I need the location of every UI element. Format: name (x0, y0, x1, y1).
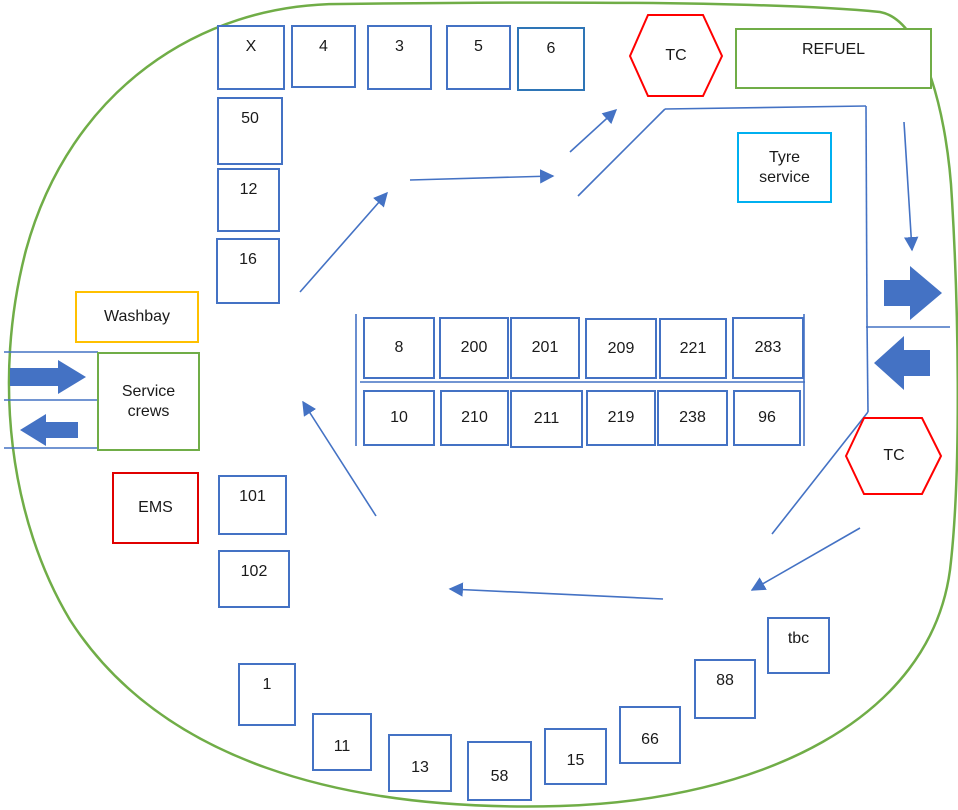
refuel-station[interactable]: REFUEL (735, 28, 932, 89)
bay-1[interactable]: 1 (238, 663, 296, 726)
bay-label: 88 (716, 672, 734, 689)
bay-101[interactable]: 101 (218, 475, 287, 535)
block-arrow-left-icon (20, 414, 78, 446)
bay-label: 12 (239, 181, 258, 198)
ems-station[interactable]: EMS (112, 472, 199, 544)
bay-88[interactable]: 88 (694, 659, 756, 719)
refuel-label: REFUEL (801, 41, 866, 58)
bay-label: 10 (390, 409, 408, 426)
bay-label: 50 (241, 110, 259, 127)
arrow-icon (299, 191, 388, 293)
bay-label: 6 (546, 40, 556, 57)
bay-15[interactable]: 15 (544, 728, 607, 785)
bay-label: 210 (461, 409, 488, 426)
route-lines (4, 105, 950, 535)
bay-238[interactable]: 238 (657, 390, 728, 446)
hexagon-icon (844, 417, 943, 495)
bay-label: 102 (240, 563, 268, 580)
tc-right-label: TC (883, 447, 905, 464)
service-crews-station[interactable]: Service crews (97, 352, 200, 451)
bay-96[interactable]: 96 (733, 390, 801, 446)
bay-tbc[interactable]: tbc (767, 617, 830, 674)
washbay-station[interactable]: Washbay (75, 291, 199, 343)
bay-12[interactable]: 12 (217, 168, 280, 232)
bay-4[interactable]: 4 (291, 25, 356, 88)
bay-16[interactable]: 16 (216, 238, 280, 304)
service-crews-label: Service crews (121, 382, 176, 420)
arrow-icon (750, 527, 861, 591)
bay-label: 11 (333, 738, 351, 755)
bay-label: tbc (787, 630, 810, 647)
bay-label: 4 (319, 38, 328, 55)
bay-label: 3 (395, 38, 404, 55)
arrow-icon (409, 169, 555, 184)
bay-200[interactable]: 200 (439, 317, 509, 379)
bay-221[interactable]: 221 (659, 318, 727, 379)
bay-label: 219 (607, 409, 635, 426)
block-arrow-right-icon (10, 360, 86, 394)
bay-58[interactable]: 58 (467, 741, 532, 801)
bay-label: X (245, 38, 257, 55)
block-arrow-left-icon (874, 336, 930, 390)
bay-209[interactable]: 209 (585, 318, 657, 379)
bay-label: 1 (262, 676, 272, 693)
bay-50[interactable]: 50 (217, 97, 283, 165)
bay-label: 211 (533, 410, 560, 427)
bay-219[interactable]: 219 (586, 390, 656, 446)
bay-8[interactable]: 8 (363, 317, 435, 379)
arrow-icon (302, 400, 377, 517)
hexagon-icon (628, 14, 724, 97)
tyre-service-station[interactable]: Tyre service (737, 132, 832, 203)
bay-label: 201 (531, 339, 559, 356)
paddock-boundary (7, 1, 958, 808)
bay-102[interactable]: 102 (218, 550, 290, 608)
arrow-icon (903, 121, 919, 252)
bay-283[interactable]: 283 (732, 317, 804, 379)
bay-label: 238 (679, 409, 706, 426)
arrow-icon (569, 109, 618, 153)
bay-211[interactable]: 211 (510, 390, 583, 448)
bay-6[interactable]: 6 (517, 27, 585, 91)
bay-11[interactable]: 11 (312, 713, 372, 771)
direction-arrows (299, 109, 919, 600)
bay-label: 16 (239, 251, 257, 268)
bay-label: 96 (758, 409, 776, 426)
bay-label: 13 (411, 759, 429, 776)
bay-label: 200 (460, 339, 488, 356)
bay-label: 5 (474, 38, 483, 55)
bay-201[interactable]: 201 (510, 317, 580, 379)
bay-3[interactable]: 3 (367, 25, 432, 90)
bay-label: 15 (566, 752, 585, 769)
bay-label: 101 (239, 488, 266, 505)
bay-10[interactable]: 10 (363, 390, 435, 446)
bay-66[interactable]: 66 (619, 706, 681, 764)
bay-label: 66 (641, 731, 659, 748)
bay-label: 8 (394, 339, 404, 356)
ems-label: EMS (138, 499, 173, 516)
bay-label: 283 (754, 339, 782, 356)
bay-X[interactable]: X (217, 25, 285, 90)
bay-5[interactable]: 5 (446, 25, 511, 90)
tc-top-label: TC (665, 47, 687, 64)
bay-210[interactable]: 210 (440, 390, 509, 446)
bay-label: 58 (490, 768, 509, 785)
bay-label: 221 (679, 339, 707, 357)
bay-13[interactable]: 13 (388, 734, 452, 792)
bay-label: 209 (607, 339, 635, 357)
washbay-label: Washbay (103, 308, 171, 325)
block-arrow-right-icon (884, 266, 942, 320)
arrow-icon (448, 582, 664, 600)
tyre-service-label: Tyre service (759, 148, 810, 186)
